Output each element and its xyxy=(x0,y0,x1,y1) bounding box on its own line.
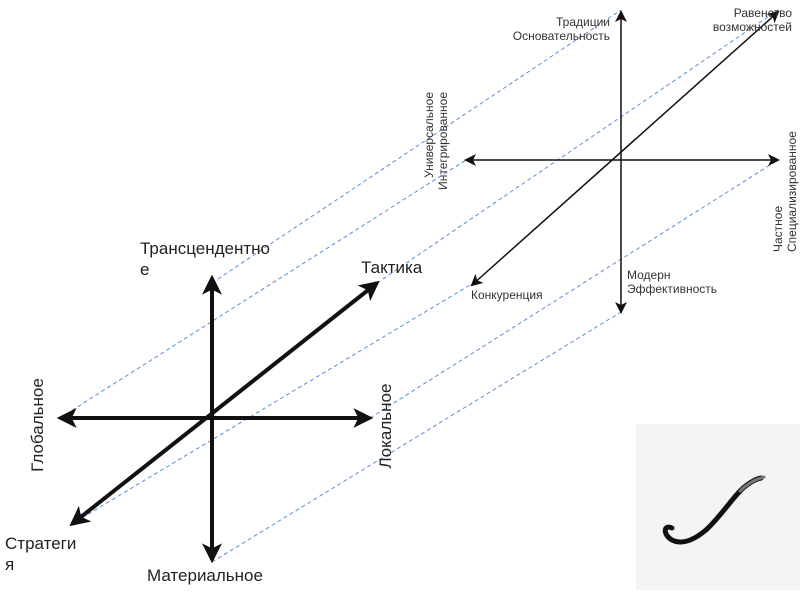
label-modern-line2: Эффективность xyxy=(627,282,718,296)
label-traditions-line2: Основательность xyxy=(512,29,610,43)
label-global-text: Глобальное xyxy=(28,378,47,472)
connector-line-1 xyxy=(59,159,467,419)
label-modern-line1: Модерн xyxy=(627,268,671,282)
label-strategy: Стратеги я xyxy=(5,533,76,575)
label-particular-line2: Специализированное xyxy=(785,131,799,252)
label-modern: Модерн Эффективность xyxy=(627,268,717,296)
label-equality: Равенство возможностей xyxy=(713,6,792,34)
right-diagonal-axis xyxy=(470,10,780,287)
label-material: Материальное xyxy=(147,566,263,585)
right-axes xyxy=(464,10,780,314)
brush-stroke-icon xyxy=(662,475,766,545)
label-competition: Конкуренция xyxy=(471,288,543,302)
label-transcendent-line1: Трансцендентно xyxy=(140,239,271,258)
label-universal-line2: Интегрированное xyxy=(436,92,450,190)
logo-panel xyxy=(636,424,800,590)
label-global: Глобальное xyxy=(0,378,98,472)
label-local-text: Локальное xyxy=(376,383,395,469)
connector-line-3 xyxy=(211,311,622,563)
label-traditions-line1: Традиции xyxy=(556,15,610,29)
connector-line-2 xyxy=(211,9,622,284)
label-local: Локальное xyxy=(326,384,446,469)
label-equality-line2: возможностей xyxy=(712,20,792,34)
left-axes xyxy=(56,274,380,564)
label-universal: Универсальное Интегрированное xyxy=(366,92,506,190)
label-particular: Частное Специализированное xyxy=(705,131,800,252)
left-diagonal-axis xyxy=(69,280,380,527)
label-particular-line1: Частное xyxy=(771,205,785,252)
label-tactics: Тактика xyxy=(361,258,423,277)
label-traditions: Традиции Основательность xyxy=(513,15,610,43)
connector-line-6 xyxy=(376,9,779,284)
connector-line-5 xyxy=(69,284,471,526)
label-strategy-line1: Стратеги xyxy=(5,534,77,553)
label-strategy-line2: я xyxy=(5,555,15,574)
label-transcendent-line2: е xyxy=(140,260,150,279)
label-equality-line1: Равенство xyxy=(733,6,792,20)
label-universal-line1: Универсальное xyxy=(422,92,436,178)
label-transcendent: Трансцендентно е xyxy=(140,238,270,280)
